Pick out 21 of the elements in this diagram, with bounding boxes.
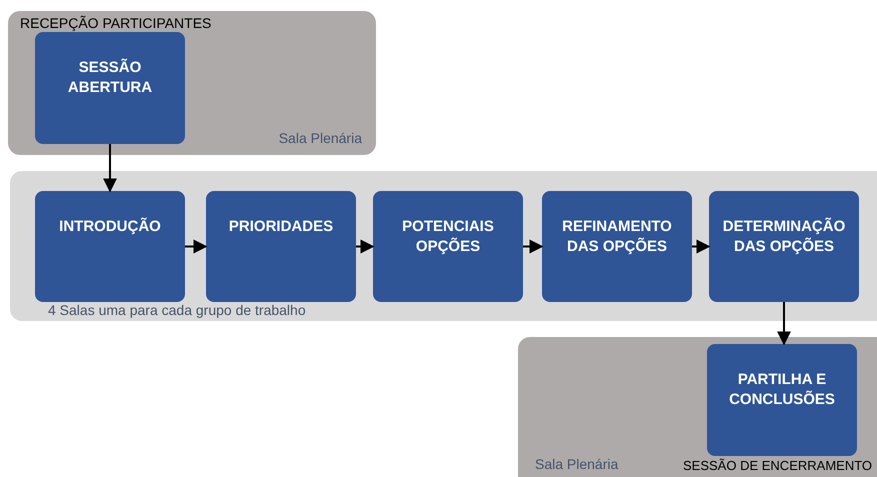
process-box: PARTILHA E CONCLUSÕES <box>707 344 857 456</box>
band-title: RECEPÇÃO PARTICIPANTES <box>20 14 212 33</box>
arrow <box>523 240 544 254</box>
process-box: REFINAMENTO DAS OPÇÕES <box>542 191 692 302</box>
band-title: SESSÃO DE ENCERRAMENTO <box>683 456 872 474</box>
arrow <box>692 240 710 254</box>
process-box: PRIORIDADES <box>206 191 356 302</box>
room-band <box>10 171 877 321</box>
process-box: INTRODUÇÃO <box>35 191 185 302</box>
arrow <box>185 240 208 254</box>
room-label: 4 Salas uma para cada grupo de trabalho <box>48 301 306 320</box>
room-band <box>8 11 376 155</box>
arrow <box>356 240 374 254</box>
process-box: POTENCIAIS OPÇÕES <box>373 191 523 302</box>
room-band <box>518 337 877 477</box>
room-label: Sala Plenária <box>278 129 362 148</box>
arrow <box>777 302 791 346</box>
process-box: DETERMINAÇÃO DAS OPÇÕES <box>709 191 859 302</box>
process-box: SESSÃO ABERTURA <box>35 32 185 144</box>
room-label: Sala Plenária <box>535 455 618 474</box>
arrow <box>103 144 117 192</box>
